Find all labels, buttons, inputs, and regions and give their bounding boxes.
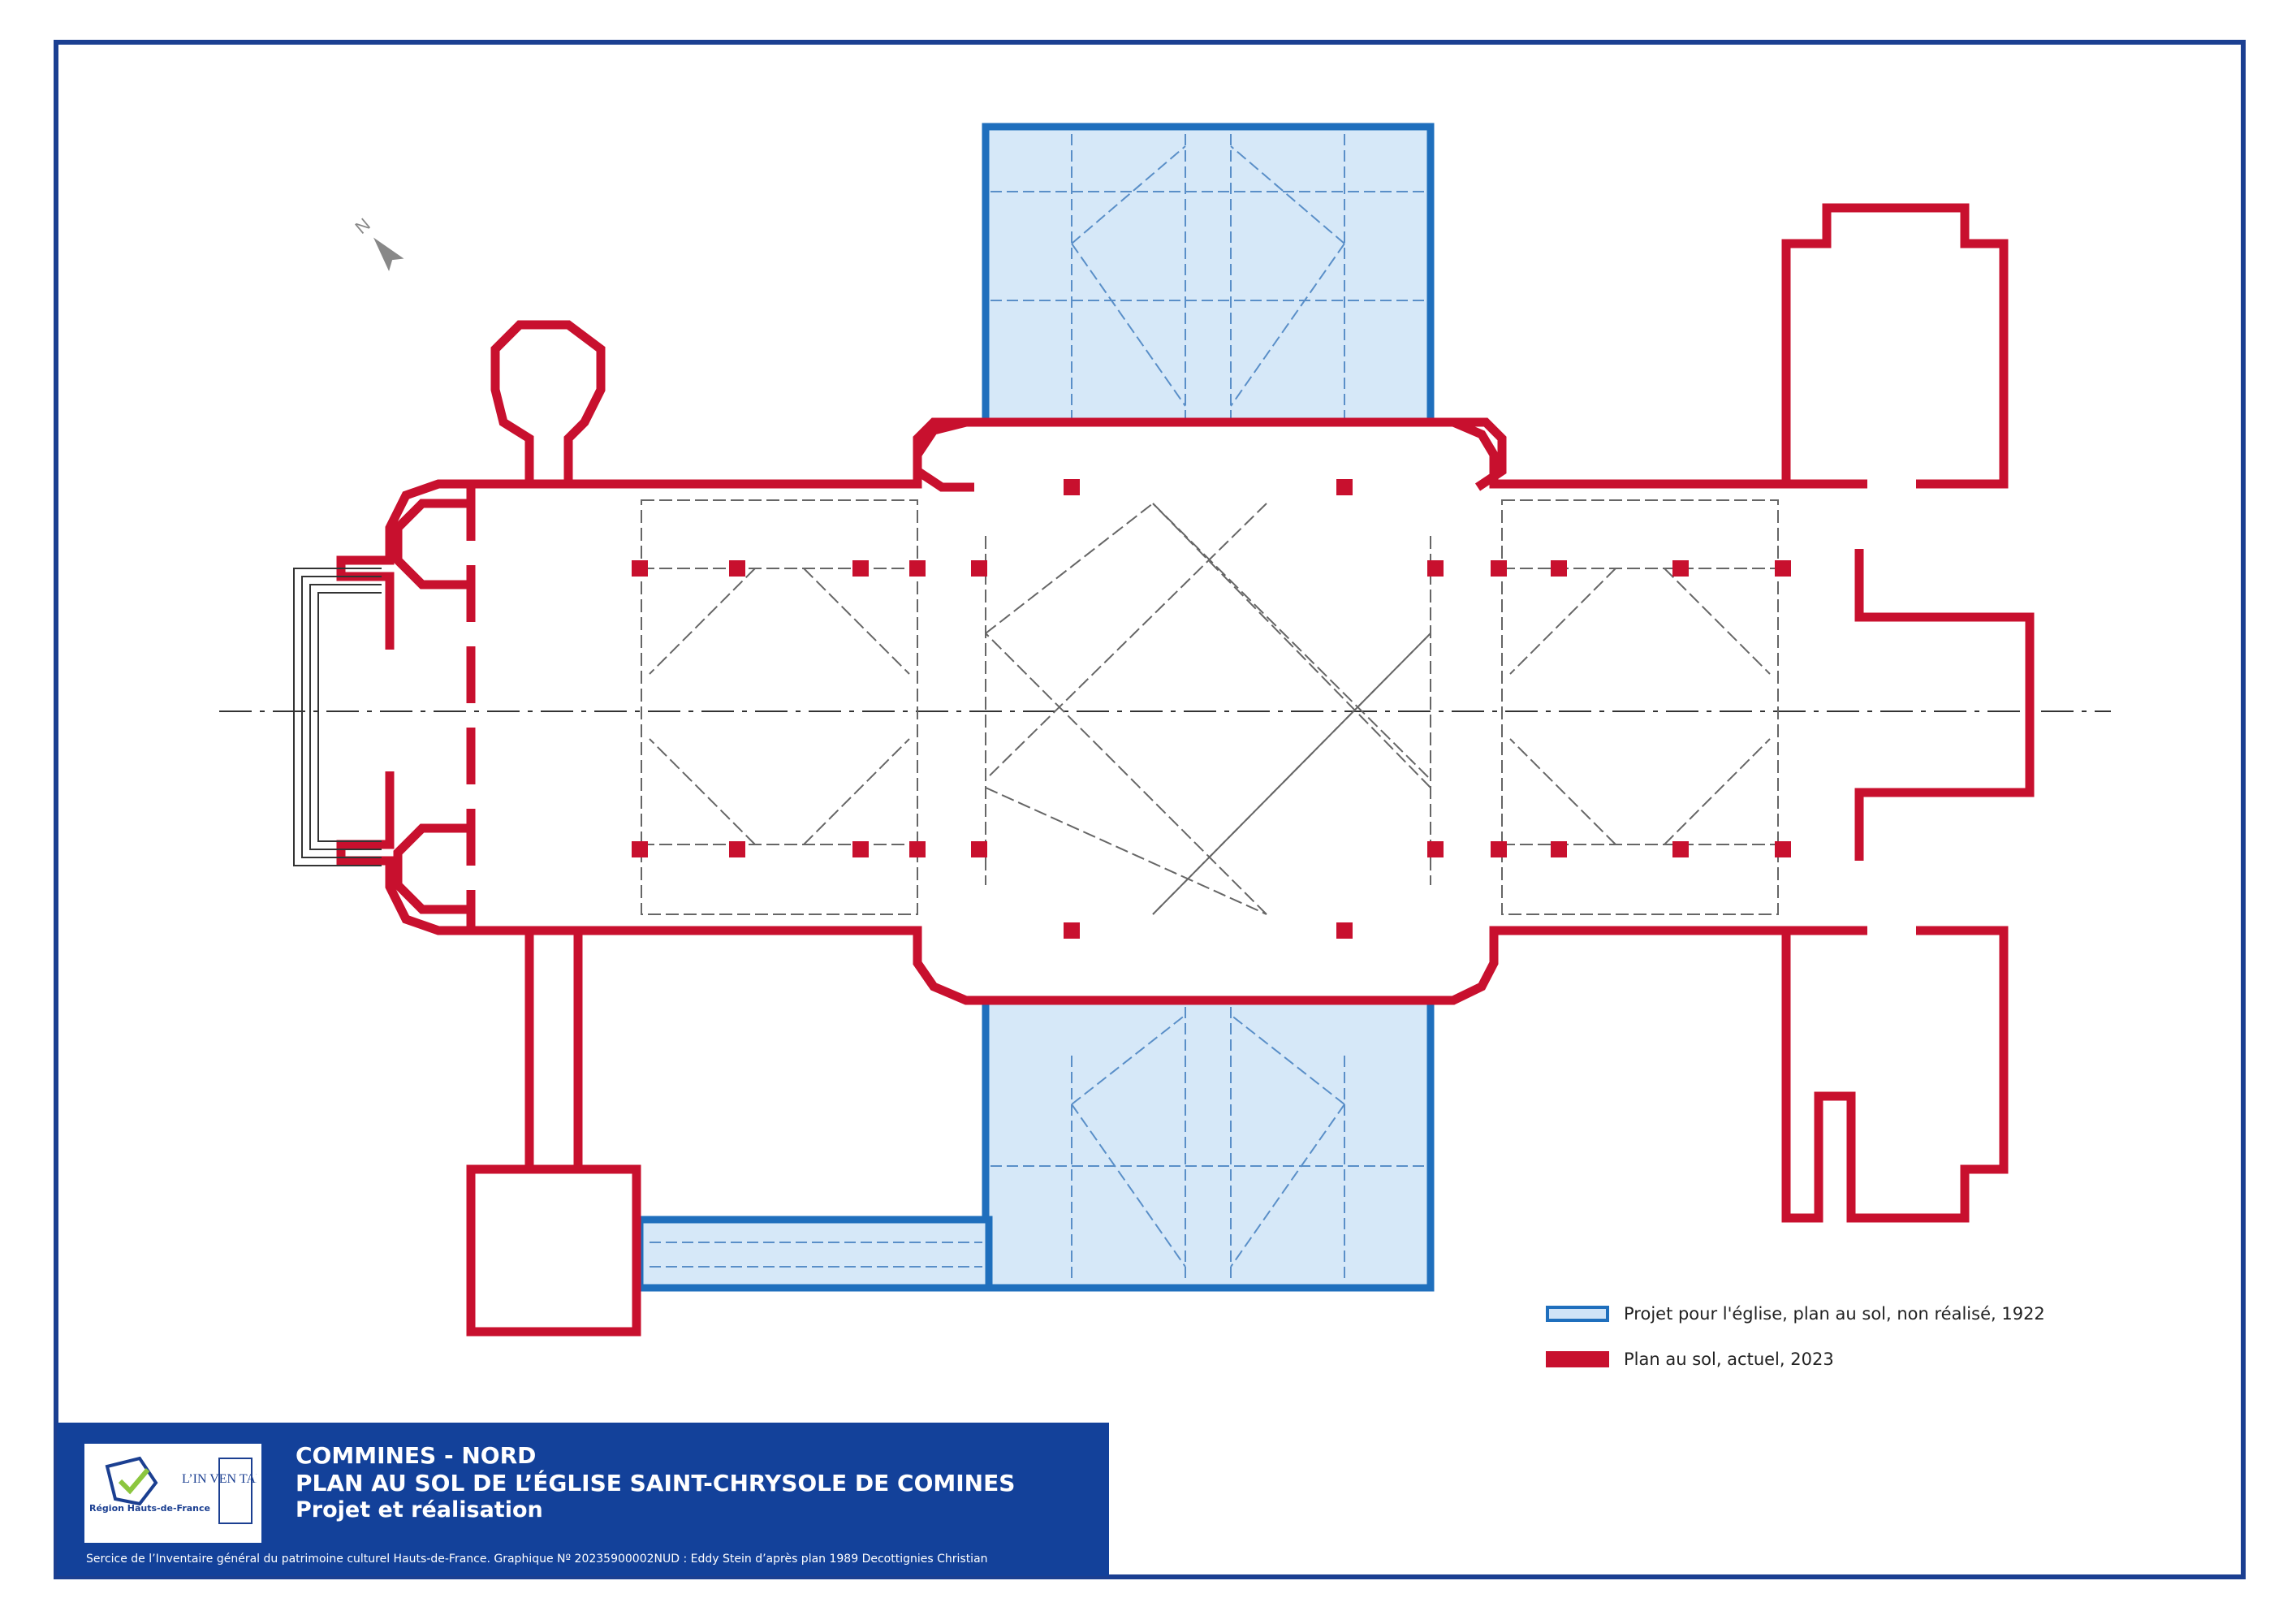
legend-swatch-current (1546, 1351, 1609, 1367)
north-arrow-icon: N (352, 214, 404, 271)
nave-outline-south (471, 926, 1786, 1005)
south-corridor (524, 931, 583, 1169)
west-steps (293, 568, 382, 866)
legend-item-project: Projet pour l'église, plan au sol, non r… (1546, 1301, 2045, 1327)
inventaire-logo: L’IN VEN TAI RE (182, 1458, 257, 1524)
current-2023-plan (336, 203, 2035, 1337)
logo-card: Région Hauts-de-France L’IN VEN TAI RE (84, 1444, 261, 1543)
legend-item-current: Plan au sol, actuel, 2023 (1546, 1346, 2045, 1372)
tower-north (490, 320, 606, 484)
legend-label-current: Plan au sol, actuel, 2023 (1624, 1350, 1834, 1369)
nave-vaulting (641, 499, 1779, 915)
region-logo-text: Région Hauts-de-France (89, 1503, 210, 1514)
legend-label-project: Projet pour l'église, plan au sol, non r… (1624, 1304, 2045, 1324)
project-south-transept (982, 996, 1435, 1292)
east-choir (1781, 203, 2009, 489)
project-1922-plan (636, 123, 1435, 1292)
svg-text:N: N (352, 214, 374, 238)
project-north-transept (982, 123, 1435, 426)
project-gallery (636, 1216, 993, 1292)
piers (632, 479, 1791, 939)
title-line-3: Projet et réalisation (296, 1497, 543, 1522)
legend: Projet pour l'église, plan au sol, non r… (1546, 1301, 2045, 1392)
page-frame (54, 40, 2246, 1579)
nave-outline (471, 417, 1786, 489)
title-line-1: COMMINES - NORD (296, 1442, 537, 1469)
credit-line: Sercice de l’Inventaire général du patri… (86, 1553, 988, 1566)
title-line-2: PLAN AU SOL DE L’ÉGLISE SAINT-CHRYSOLE D… (296, 1470, 1016, 1497)
region-logo (105, 1456, 158, 1506)
title-band: Région Hauts-de-France L’IN VEN TAI RE C… (57, 1423, 1109, 1576)
legend-swatch-project (1546, 1306, 1609, 1322)
south-chapel (466, 1164, 641, 1337)
